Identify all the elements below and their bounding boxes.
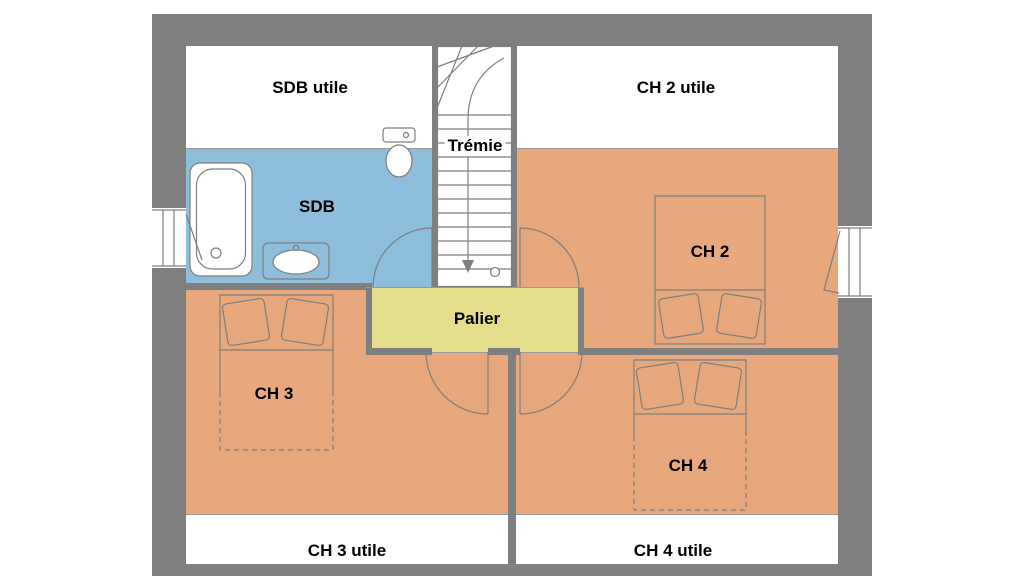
label-ch3-utile: CH 3 utile bbox=[307, 541, 387, 560]
wall-palier-bottom-left bbox=[366, 348, 432, 355]
label-ch2-utile: CH 2 utile bbox=[636, 78, 716, 97]
pillow bbox=[716, 293, 762, 339]
bed-ch2 bbox=[654, 195, 766, 345]
stair-walk-line bbox=[467, 57, 505, 262]
bed-ch3 bbox=[219, 294, 334, 451]
label-ch2: CH 2 bbox=[690, 242, 730, 261]
bed-ch4 bbox=[633, 359, 747, 511]
stair-newel-post bbox=[489, 266, 501, 278]
window-right-opening bbox=[838, 226, 872, 298]
wall-palier-left bbox=[366, 287, 372, 352]
wall-stairwell-right bbox=[512, 46, 517, 287]
wall-palier-right bbox=[578, 287, 584, 352]
toilet bbox=[382, 127, 416, 178]
staircase bbox=[436, 45, 513, 288]
door-sdb bbox=[372, 227, 433, 288]
room-palier-floor bbox=[370, 287, 580, 352]
label-sdb-utile: SDB utile bbox=[272, 78, 348, 97]
wall-ch3-ch4-divider bbox=[508, 352, 516, 564]
stair-direction-arrow bbox=[462, 260, 474, 273]
label-ch3: CH 3 bbox=[254, 384, 294, 403]
door-ch4 bbox=[519, 351, 583, 415]
label-sdb: SDB bbox=[299, 197, 335, 216]
zone-boundary-lines bbox=[186, 148, 838, 515]
pillow bbox=[221, 297, 271, 347]
label-palier: Palier bbox=[453, 309, 501, 328]
pillow bbox=[693, 361, 743, 411]
wall-palier-bottom-middle bbox=[488, 348, 520, 355]
window-right-casement bbox=[823, 227, 872, 297]
wall-ch2-ch4-divider bbox=[578, 348, 838, 355]
window-left-opening bbox=[152, 208, 186, 268]
wall-exterior-top bbox=[152, 14, 872, 46]
wall-sdb-south bbox=[186, 283, 372, 290]
pillow bbox=[280, 297, 330, 347]
pillow bbox=[658, 293, 704, 339]
wall-exterior-left bbox=[152, 14, 186, 576]
label-ch4-utile: CH 4 utile bbox=[633, 541, 713, 560]
washbasin bbox=[262, 242, 330, 280]
room-ch4-floor bbox=[516, 352, 838, 515]
door-ch2 bbox=[519, 227, 580, 288]
wall-exterior-bottom bbox=[152, 564, 872, 576]
pillow bbox=[635, 361, 685, 411]
bathtub bbox=[189, 162, 253, 277]
label-tremie: Trémie bbox=[444, 136, 506, 156]
label-ch4: CH 4 bbox=[668, 456, 708, 475]
window-left-casement bbox=[152, 209, 203, 267]
door-ch3 bbox=[425, 351, 489, 415]
wall-stairwell-left bbox=[432, 46, 437, 287]
